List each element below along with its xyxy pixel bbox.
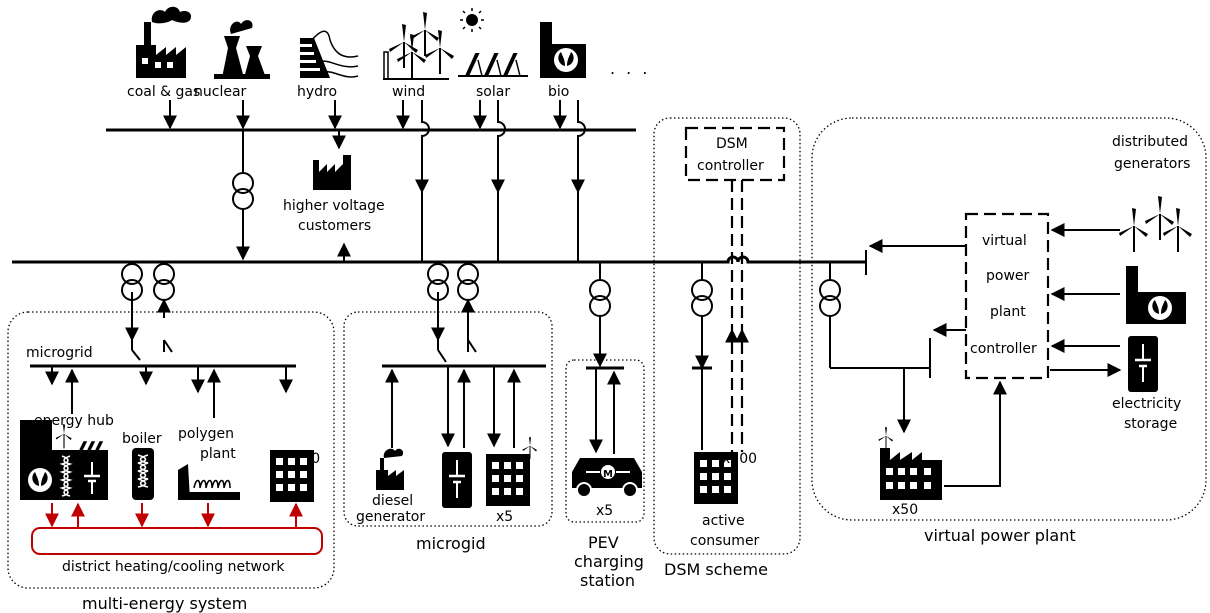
dsm-signal-lines [725,180,749,452]
hydro-dam-icon [300,30,359,78]
dsm-caption: DSM scheme [664,560,768,579]
nuclear-label: nuclear [194,84,247,100]
pev-count-label: x5 [596,503,613,519]
district-heating-network [31,527,323,555]
battery-icon [1126,334,1160,394]
pev-station-box [565,359,645,523]
vpp-controller-label-2: power [986,268,1030,284]
polygen-plant-icon [178,464,240,500]
microgrid-box [343,311,553,527]
vpp-generator-links [1050,223,1122,377]
dsm-consumer-label-2: consumer [690,533,760,549]
dsm-consumer-label-1: active [702,513,745,529]
pev-feeder [589,262,611,368]
bio-plant-icon [1126,266,1186,324]
mes-feeders [121,262,175,361]
wind-turbine-icon [1118,195,1193,253]
bio-plant-icon [540,22,586,78]
distributed-generators-label-1: distributed [1112,134,1188,150]
pev-branches [589,368,621,454]
building-icon [486,454,530,506]
dsm-controller-label-1: DSM [716,136,748,152]
storage-label-2: storage [1124,416,1177,432]
pev-caption-2: charging [574,552,644,571]
distributed-generators-label-2: generators [1114,156,1190,172]
mg2-count-label: x5 [496,509,513,525]
hv-factory-icon [313,155,351,190]
mes-branches [45,366,293,418]
dsm-scheme-box [653,117,801,555]
svg-text:M: M [603,469,613,480]
vpp-feeders [819,239,1007,487]
factory-icon [878,426,942,500]
polygen-label-1: polygen [178,426,234,442]
bio-label: bio [548,84,569,100]
diesel-generator-icon [376,448,404,490]
nuclear-plant-icon [214,20,270,79]
dsm-count-label: x500 [722,451,757,467]
vpp-controller-label-3: plant [990,304,1026,320]
boiler-label: boiler [122,431,162,447]
vpp-controller-label-1: virtual [982,233,1027,249]
hv-customers-label-2: customers [298,218,371,234]
transmission-link [232,130,346,261]
energy-hub-icon [20,420,108,500]
vpp-count-label: x50 [892,502,918,518]
mes-microgrid-label: microgrid [26,345,93,361]
dsm-controller-label-2: controller [697,158,764,174]
vpp-controller-box [964,212,1050,380]
distribution-bus [12,255,866,264]
battery-icon [440,450,474,510]
mg2-caption: microgid [416,534,486,553]
vpp-controller-label-4: controller [970,341,1037,357]
mg2-feeders [427,262,479,363]
diesel-label-1: diesel [372,493,413,509]
network-label: district heating/cooling network [62,559,285,575]
coal-gas-label: coal & gas [127,84,200,100]
thermal-arrows [45,502,303,528]
factory-icon [136,6,192,78]
building-icon [270,450,314,502]
pev-caption-1: PEV [588,533,619,552]
virtual-power-plant-box [811,117,1207,521]
dsm-controller-box [684,126,786,182]
electric-car-icon: M [572,458,642,498]
transformer-icon [232,172,254,210]
hv-customers-label-1: higher voltage [283,198,385,214]
vpp-caption: virtual power plant [924,526,1076,545]
storage-label-1: electricity [1112,396,1181,412]
wind-turbine-icon [383,11,455,80]
solar-panel-icon [458,8,528,77]
dsm-feeder [691,262,713,450]
mes-caption: multi-energy system [82,594,247,613]
boiler-icon [132,448,154,500]
hydro-label: hydro [297,84,337,100]
mg2-branches [385,366,521,448]
polygen-label-2: plant [200,446,236,462]
more-generators-ellipsis: . . . [610,59,650,78]
energy-hub-label: energy hub [34,413,114,429]
pev-caption-3: station [580,571,635,590]
diesel-label-2: generator [356,509,425,525]
solar-label: solar [476,84,510,100]
wind-label: wind [392,84,425,100]
